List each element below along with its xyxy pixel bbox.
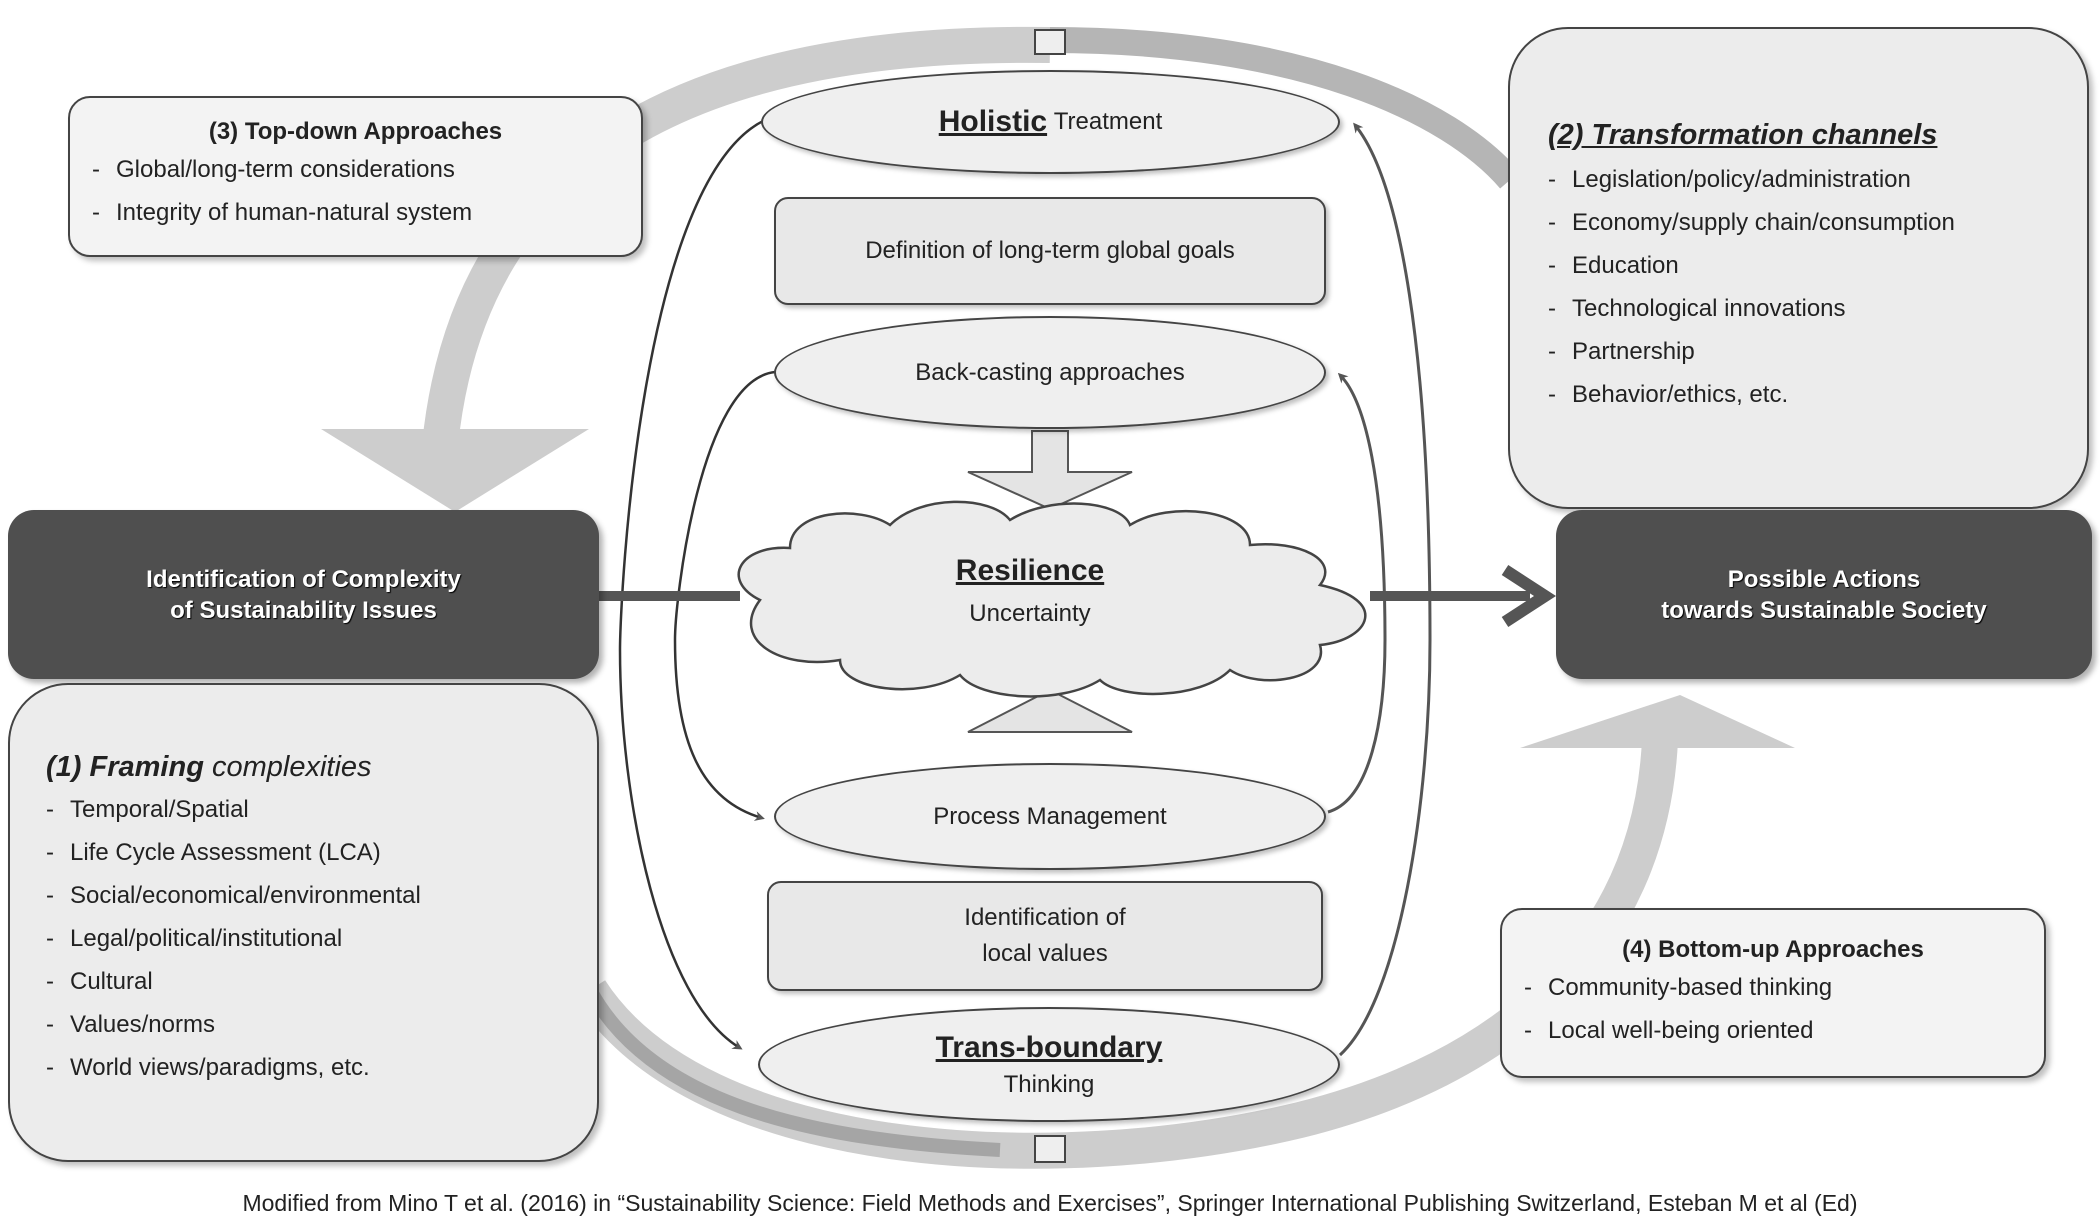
list-item: Integrity of human-natural system xyxy=(92,191,619,234)
bottom-connector-rect xyxy=(1034,1135,1066,1163)
list-item: Cultural xyxy=(46,960,561,1003)
list-item: Global/long-term considerations xyxy=(92,148,619,191)
right-box-line2: towards Sustainable Society xyxy=(1661,596,1987,624)
trans-boundary-label: Trans-boundary xyxy=(935,1030,1163,1064)
framing-title: (1) Framing complexities xyxy=(46,751,561,784)
resilience-cloud xyxy=(737,500,1367,698)
right-box-line1: Possible Actions xyxy=(1727,565,1921,593)
framing-title-emphasis: Framing xyxy=(89,751,204,783)
local-values-box: Identification of local values xyxy=(767,881,1323,991)
list-item: Economy/supply chain/consumption xyxy=(1548,201,2049,244)
bottom-up-arrowhead-icon xyxy=(1520,695,1795,748)
bottom-up-title: (4) Bottom-up Approaches xyxy=(1622,936,1924,963)
identification-complexity-box: Identification of Complexity of Sustaina… xyxy=(8,510,599,679)
list-item: Life Cycle Assessment (LCA) xyxy=(46,831,561,874)
list-item: Partnership xyxy=(1548,330,2049,373)
list-item: Technological innovations xyxy=(1548,287,2049,330)
arrow-to-actions-icon xyxy=(1501,564,1557,628)
top-down-arrowhead-icon xyxy=(321,429,589,512)
top-down-title: (3) Top-down Approaches xyxy=(208,118,503,145)
transformation-title: (2) Transformation channels xyxy=(1548,119,1938,151)
list-item: Social/economical/environmental xyxy=(46,874,561,917)
list-item: Local well-being oriented xyxy=(1524,1009,2022,1052)
trans-boundary-ellipse: Trans-boundary Thinking xyxy=(758,1007,1340,1122)
top-down-approaches-box: (3) Top-down Approaches Global/long-term… xyxy=(68,96,643,257)
definition-goals-box: Definition of long-term global goals xyxy=(774,197,1326,305)
process-label: Process Management xyxy=(933,802,1167,830)
uncertainty-label: Uncertainty xyxy=(969,600,1091,627)
backcasting-label: Back-casting approaches xyxy=(915,358,1185,386)
list-item: Temporal/Spatial xyxy=(46,788,561,831)
framing-title-number: (1) xyxy=(46,751,82,783)
resilience-label-group: Resilience Uncertainty xyxy=(900,548,1160,634)
top-right-arc xyxy=(1049,27,1520,189)
process-management-ellipse: Process Management xyxy=(774,763,1326,870)
holistic-label: Holistic xyxy=(938,105,1048,138)
bottom-arc-shade xyxy=(583,986,1001,1157)
local-line2: local values xyxy=(982,940,1108,967)
holistic-treatment-ellipse: Holistic Treatment xyxy=(761,70,1340,174)
inner-right-connector xyxy=(1327,372,1387,814)
caption: Modified from Mino T et al. (2016) in “S… xyxy=(242,1190,1858,1216)
list-item: Legal/political/institutional xyxy=(46,917,561,960)
local-line1: Identification of xyxy=(964,904,1126,931)
back-casting-ellipse: Back-casting approaches xyxy=(774,316,1326,429)
list-item: World views/paradigms, etc. xyxy=(46,1046,561,1089)
list-item: Education xyxy=(1548,244,2049,287)
list-item: Community-based thinking xyxy=(1524,966,2022,1009)
left-box-line2: of Sustainability Issues xyxy=(170,596,437,624)
outer-right-connector xyxy=(1338,122,1432,1057)
inner-left-connector xyxy=(673,370,776,821)
list-item: Values/norms xyxy=(46,1003,561,1046)
transformation-list: Legislation/policy/administration Econom… xyxy=(1548,158,2049,416)
possible-actions-box: Possible Actions towards Sustainable Soc… xyxy=(1556,510,2092,679)
top-down-list: Global/long-term considerations Integrit… xyxy=(92,148,619,234)
bottom-up-list: Community-based thinking Local well-bein… xyxy=(1524,966,2022,1052)
definition-label: Definition of long-term global goals xyxy=(865,237,1235,264)
bottom-up-approaches-box: (4) Bottom-up Approaches Community-based… xyxy=(1500,908,2046,1078)
resilience-label: Resilience xyxy=(955,554,1105,587)
top-connector-rect xyxy=(1034,29,1066,55)
framing-title-rest: complexities xyxy=(211,751,372,783)
transformation-channels-box: (2) Transformation channels Legislation/… xyxy=(1508,27,2089,509)
treatment-label: Treatment xyxy=(1053,108,1163,135)
framing-list: Temporal/Spatial Life Cycle Assessment (… xyxy=(46,788,561,1089)
thinking-label: Thinking xyxy=(1003,1070,1095,1098)
list-item: Behavior/ethics, etc. xyxy=(1548,373,2049,416)
up-block-arrow-icon xyxy=(967,688,1133,733)
left-box-line1: Identification of Complexity xyxy=(146,565,461,593)
list-item: Legislation/policy/administration xyxy=(1548,158,2049,201)
framing-complexities-box: (1) Framing complexities Temporal/Spatia… xyxy=(8,683,599,1162)
down-block-arrow-icon xyxy=(967,430,1133,511)
outer-left-connector xyxy=(618,118,766,1050)
